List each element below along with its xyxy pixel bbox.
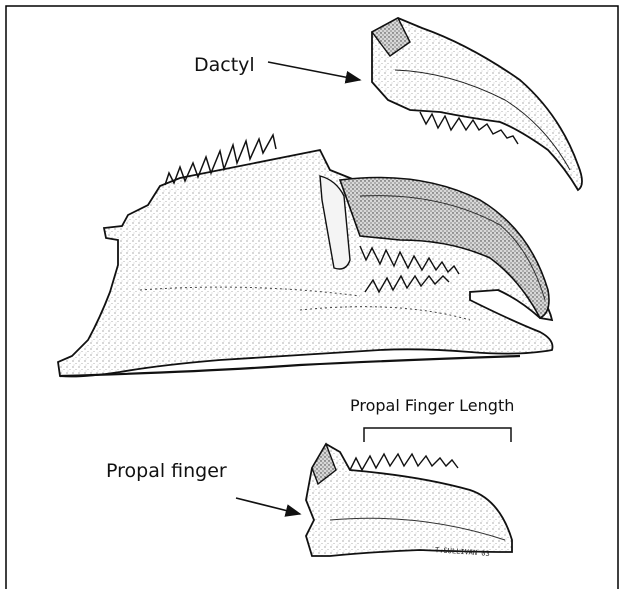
length-bracket [364, 428, 511, 442]
dactyl-drawing [372, 18, 582, 190]
propal-finger-length-label: Propal Finger Length [350, 396, 514, 415]
propal-finger-drawing [306, 444, 512, 556]
full-claw-drawing [58, 135, 553, 377]
propal-finger-label: Propal finger [106, 460, 227, 482]
propal-finger-arrow [236, 498, 300, 514]
dactyl-arrow [268, 62, 360, 80]
dactyl-label: Dactyl [194, 54, 255, 76]
